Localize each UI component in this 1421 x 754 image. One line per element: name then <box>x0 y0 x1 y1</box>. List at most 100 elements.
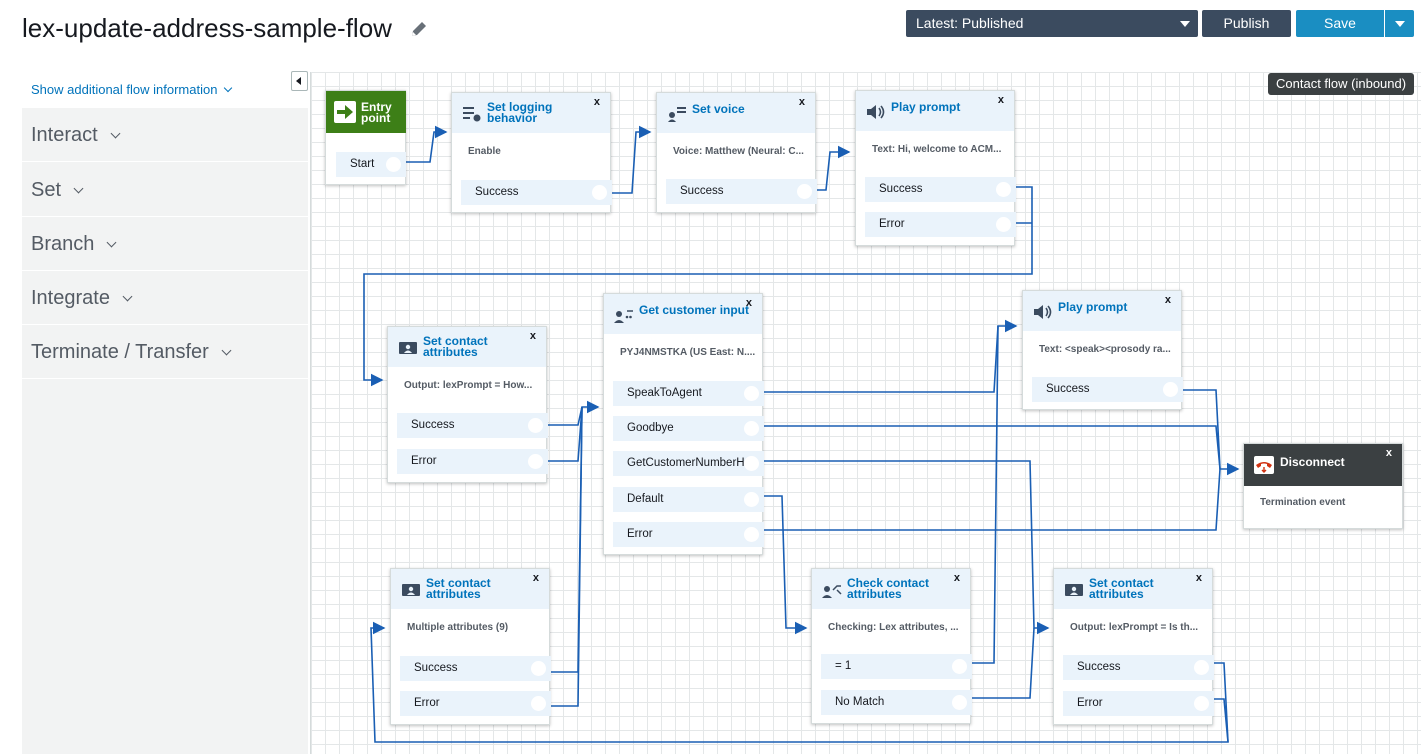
version-dropdown[interactable]: Latest: Published <box>906 10 1198 37</box>
close-icon[interactable]: x <box>953 572 960 584</box>
branch-error[interactable]: Error <box>1063 691 1214 716</box>
flow-title: lex-update-address-sample-flow <box>22 13 392 43</box>
contact-card-icon <box>1065 584 1083 596</box>
connector-port[interactable] <box>531 661 546 676</box>
save-button[interactable]: Save <box>1296 10 1384 37</box>
category-set[interactable]: Set <box>22 163 308 217</box>
hang-up-icon <box>1254 456 1274 474</box>
block-summary: Output: lexPrompt = Is th... <box>1070 622 1199 633</box>
save-options-button[interactable] <box>1385 10 1414 37</box>
branch-success[interactable]: Success <box>666 179 817 204</box>
connector-port[interactable] <box>528 454 543 469</box>
close-icon[interactable]: x <box>745 297 752 309</box>
branch-no-match[interactable]: No Match <box>821 690 972 715</box>
block-summary: Multiple attributes (9) <box>407 622 509 633</box>
connector-port[interactable] <box>1163 382 1178 397</box>
category-terminate-transfer[interactable]: Terminate / Transfer <box>22 325 308 379</box>
check-attributes-icon <box>822 585 842 598</box>
category-branch[interactable]: Branch <box>22 217 308 271</box>
close-icon[interactable]: x <box>529 330 536 342</box>
block-library-sidebar: Show additional flow information Interac… <box>22 72 308 754</box>
branch-error[interactable]: Error <box>613 522 764 547</box>
branch-start[interactable]: Start <box>336 152 406 177</box>
block-summary: Enable <box>468 146 501 157</box>
branch-success[interactable]: Success <box>1032 377 1183 402</box>
connector-port[interactable] <box>1194 696 1209 711</box>
show-flow-info-link[interactable]: Show additional flow information <box>22 72 308 108</box>
close-icon[interactable]: x <box>1164 294 1171 306</box>
block-summary: Text: <speak><prosody ra... <box>1039 344 1171 355</box>
close-icon[interactable]: x <box>532 572 539 584</box>
version-label: Latest: Published <box>916 15 1024 31</box>
connector-port[interactable] <box>744 456 759 471</box>
get-customer-input-block[interactable]: Get customer input x PYJ4NMSTKA (US East… <box>603 293 764 555</box>
branch-success[interactable]: Success <box>1063 655 1214 680</box>
block-summary: PYJ4NMSTKA (US East: N.... <box>620 347 756 358</box>
connector-port[interactable] <box>531 696 546 711</box>
category-label: Terminate / Transfer <box>31 341 209 363</box>
branch-success[interactable]: Success <box>461 180 612 205</box>
connector-port[interactable] <box>386 157 401 172</box>
branch-default[interactable]: Default <box>613 487 764 512</box>
branch-equals-1[interactable]: = 1 <box>821 654 972 679</box>
play-prompt-block[interactable]: Play prompt x Text: Hi, welcome to ACM..… <box>855 90 1016 246</box>
connector-port[interactable] <box>952 695 967 710</box>
set-voice-block[interactable]: Set voice x Voice: Matthew (Neural: C...… <box>656 92 817 213</box>
speaker-icon <box>867 105 885 119</box>
close-icon[interactable]: x <box>1385 447 1392 459</box>
close-icon[interactable]: x <box>1195 572 1202 584</box>
branch-getcustomernumber[interactable]: GetCustomerNumberH... <box>613 451 764 476</box>
connector-port[interactable] <box>744 527 759 542</box>
block-title: Play prompt <box>1058 300 1128 314</box>
logging-icon <box>463 107 481 122</box>
connector-port[interactable] <box>744 386 759 401</box>
branch-success[interactable]: Success <box>865 177 1016 202</box>
connector-port[interactable] <box>528 418 543 433</box>
close-icon[interactable]: x <box>593 96 600 108</box>
branch-error[interactable]: Error <box>400 691 551 716</box>
close-icon[interactable]: x <box>798 96 805 108</box>
block-title: Disconnect <box>1280 455 1345 469</box>
block-summary: Checking: Lex attributes, ... <box>828 622 959 633</box>
connector-port[interactable] <box>744 421 759 436</box>
pencil-icon[interactable] <box>408 18 430 40</box>
branch-speaktoagent[interactable]: SpeakToAgent <box>613 381 764 406</box>
collapse-sidebar-button[interactable] <box>291 71 308 91</box>
category-label: Branch <box>31 233 95 255</box>
connector-port[interactable] <box>952 659 967 674</box>
chevron-down-icon <box>221 345 232 356</box>
close-icon[interactable]: x <box>997 94 1004 106</box>
show-flow-info-label: Show additional flow information <box>31 82 218 97</box>
block-header: Play prompt x <box>1023 291 1181 331</box>
disconnect-block[interactable]: Disconnect x Termination event <box>1243 443 1403 529</box>
publish-button[interactable]: Publish <box>1202 10 1291 37</box>
play-prompt-block[interactable]: Play prompt x Text: <speak><prosody ra..… <box>1022 290 1183 410</box>
connector-port[interactable] <box>996 182 1011 197</box>
connector-port[interactable] <box>996 217 1011 232</box>
contact-card-icon <box>402 584 420 596</box>
connector-port[interactable] <box>797 184 812 199</box>
chevron-down-icon <box>122 291 133 302</box>
connector-port[interactable] <box>744 492 759 507</box>
voice-icon <box>668 107 686 122</box>
branch-success[interactable]: Success <box>400 656 551 681</box>
connector-port[interactable] <box>592 185 607 200</box>
connector-port[interactable] <box>1194 660 1209 675</box>
branch-error[interactable]: Error <box>865 212 1016 237</box>
category-interact[interactable]: Interact <box>22 108 308 162</box>
branch-goodbye[interactable]: Goodbye <box>613 416 764 441</box>
branch-success[interactable]: Success <box>397 413 548 438</box>
branch-error[interactable]: Error <box>397 449 548 474</box>
category-integrate[interactable]: Integrate <box>22 271 308 325</box>
